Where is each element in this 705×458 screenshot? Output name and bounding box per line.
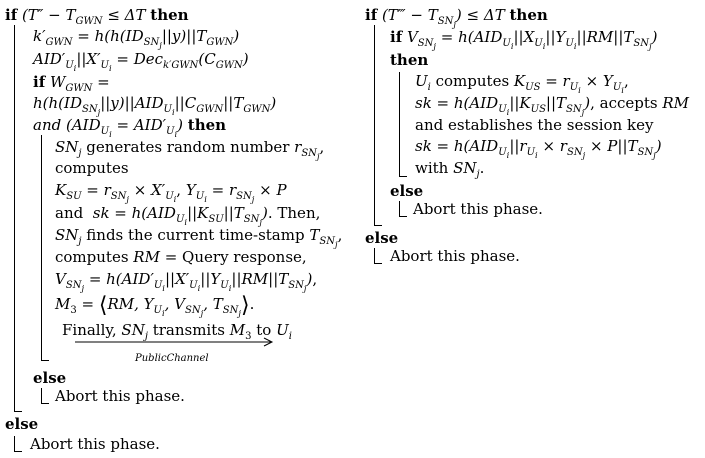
right-then: then bbox=[390, 51, 429, 69]
right-outer-abort: Abort this phase. bbox=[390, 247, 520, 265]
right-outer-else: else bbox=[365, 229, 399, 247]
inner-else: else bbox=[33, 369, 67, 387]
public-channel-arrow bbox=[75, 337, 274, 347]
outer-else-rule bbox=[14, 436, 15, 451]
if-wgwn-line: if WGWN = bbox=[33, 73, 110, 94]
inner-abort: Abort this phase. bbox=[55, 387, 185, 405]
timestamp-line: SNj finds the current time-stamp TSNj, bbox=[55, 226, 343, 249]
kus-line: Ui computes KUS = rUi × YUi, bbox=[415, 72, 629, 95]
right-sk-line: sk = h(AIDUi||KUS||TSNj), accepts RM bbox=[415, 94, 690, 117]
right-inner-else-rule bbox=[399, 201, 400, 216]
outer-else-foot bbox=[14, 451, 22, 452]
outer-if-rule bbox=[14, 25, 15, 411]
aid-dec-line: AID′Ui||X′Ui = Deck′GWN(CGWN) bbox=[33, 50, 249, 73]
right-inner-else: else bbox=[390, 182, 424, 200]
right-outer-else-foot bbox=[374, 263, 382, 264]
rand-gen-line: SNj generates random number rSNj, bbox=[55, 138, 325, 161]
kgwn-line: k′GWN = h(h(IDSNj||y)||TGWN) bbox=[33, 27, 240, 50]
outer-if-foot bbox=[14, 411, 22, 412]
vsn-line: VSNj = h(AID′Ui||X′Ui||YUi||RM||TSNj), bbox=[55, 270, 318, 293]
computes-line: computes bbox=[55, 159, 129, 177]
ksu-line: KSU = rSNj × X′Ui, YUi = rSNj × P bbox=[55, 181, 287, 204]
right-algorithm: if (T‴ − TSNj) ≤ ΔT then if VSNj = h(AID… bbox=[360, 0, 705, 458]
m3-line: M3 = ⟨RM, YUi, VSNj, TSNj⟩. bbox=[55, 293, 255, 319]
arrow-label: PublicChannel bbox=[135, 353, 209, 364]
left-algorithm: if (T″ − TGWN ≤ ΔT then k′GWN = h(h(IDSN… bbox=[5, 6, 343, 453]
right-if-vsn: if VSNj = h(AIDUi||XUi||YUi||RM||TSNj) bbox=[390, 28, 658, 51]
if-timestamp-check: if (T″ − TGWN ≤ ΔT then bbox=[5, 6, 189, 27]
right-outer-if-rule bbox=[374, 25, 375, 225]
right-sk2-line: sk = h(AIDUi||rUi × rSNj × P||TSNj) bbox=[415, 137, 662, 160]
right-inner-else-foot bbox=[399, 216, 407, 217]
and-aid-line: and (AIDUi = AID′Ui) then bbox=[33, 116, 227, 139]
outer-abort: Abort this phase. bbox=[30, 435, 160, 453]
right-outer-else-rule bbox=[374, 248, 375, 263]
wgwn-if-foot bbox=[41, 360, 49, 361]
right-if-timestamp: if (T‴ − TSNj) ≤ ΔT then bbox=[365, 6, 548, 29]
outer-else: else bbox=[5, 415, 39, 433]
session-key-line: and establishes the session key bbox=[415, 116, 654, 134]
right-outer-if-foot bbox=[374, 225, 382, 226]
sk-line: and sk = h(AIDUi||KSU||TSNj). Then, bbox=[55, 204, 321, 227]
right-inner-abort: Abort this phase. bbox=[413, 200, 543, 218]
inner-else-rule bbox=[41, 388, 42, 403]
with-sn-line: with SNj. bbox=[415, 159, 485, 180]
transmit-line: Finally, SNj transmits M3 to Ui bbox=[62, 321, 292, 342]
inner-else-foot bbox=[41, 403, 49, 404]
right-then-rule bbox=[399, 72, 400, 176]
wgwn-if-rule bbox=[41, 135, 42, 360]
right-then-foot bbox=[399, 176, 407, 177]
wgwn-hash-line: h(h(IDSNj||y)||AIDUi||CGWN||TGWN) bbox=[33, 94, 277, 117]
rm-line: computes RM = Query response, bbox=[55, 248, 307, 266]
